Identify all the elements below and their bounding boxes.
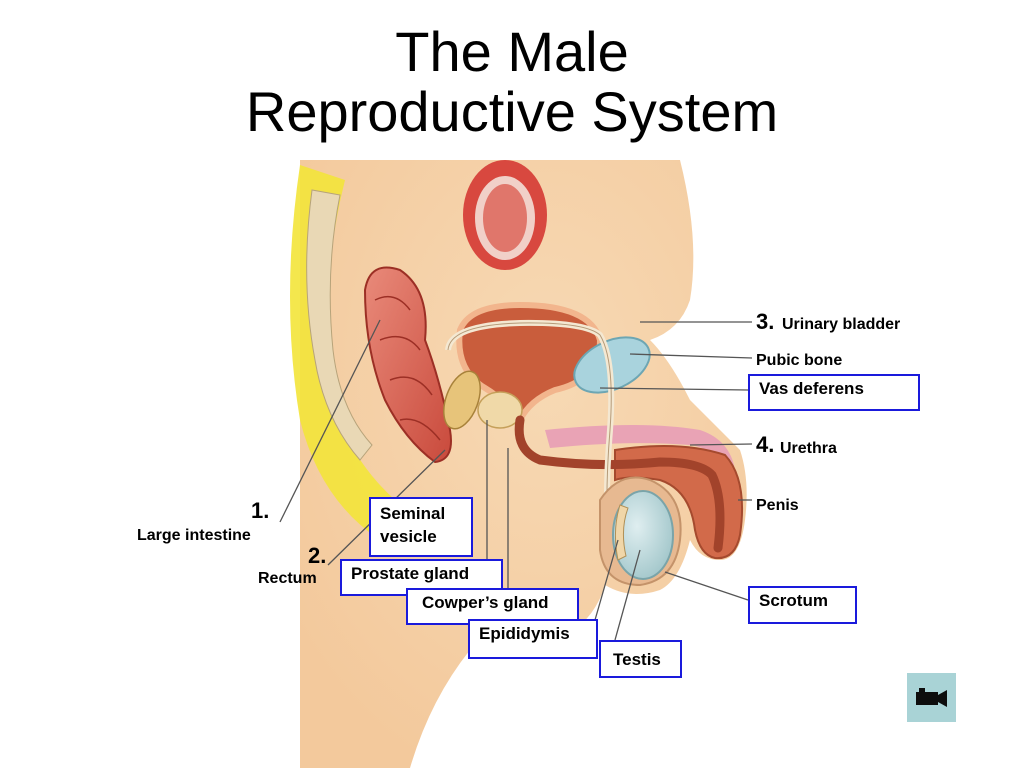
movie-camera-button[interactable] bbox=[907, 673, 956, 722]
testis-box: Testis bbox=[599, 640, 682, 678]
page-title-line-1: The Male bbox=[395, 20, 629, 83]
urinary-bladder-number: 3. bbox=[756, 309, 775, 334]
rectum-number: 2. bbox=[308, 543, 327, 568]
corpus-tissue bbox=[545, 425, 735, 470]
sacrum-bone bbox=[306, 189, 373, 461]
urethra-label: Urethra bbox=[780, 440, 837, 457]
vas-deferens-label: Vas deferens bbox=[759, 379, 864, 398]
testis-shape bbox=[612, 490, 674, 580]
seminal-vesicle-label-line1: Seminal bbox=[380, 504, 446, 523]
vas-deferens-box: Vas deferens bbox=[748, 374, 920, 411]
bladder-shape bbox=[456, 301, 604, 426]
scrotum-label: Scrotum bbox=[759, 591, 828, 610]
testis-label: Testis bbox=[613, 650, 661, 669]
prostate-shape bbox=[477, 391, 523, 429]
seminal-vesicle-box: Seminal vesicle bbox=[369, 497, 473, 557]
penis-label: Penis bbox=[756, 497, 799, 514]
epididymis-shape bbox=[614, 504, 629, 561]
epididymis-box: Epididymis bbox=[468, 619, 598, 659]
cowpers-gland-box: Cowper’s gland bbox=[406, 588, 579, 625]
seminal-vesicle-shape bbox=[443, 370, 481, 430]
urethra-number: 4. bbox=[756, 432, 775, 457]
seminal-vesicle-label-line2: vesicle bbox=[380, 527, 437, 546]
scrotum-box: Scrotum bbox=[748, 586, 857, 624]
urethra-path bbox=[514, 415, 725, 553]
epididymis-label: Epididymis bbox=[479, 624, 570, 643]
rectum-label: Rectum bbox=[258, 570, 317, 587]
cowpers-gland-label: Cowper’s gland bbox=[422, 593, 549, 612]
movie-camera-icon bbox=[916, 688, 947, 707]
pubic-bone-label: Pubic bone bbox=[756, 352, 843, 369]
urinary-bladder-label: Urinary bladder bbox=[782, 316, 901, 333]
large-intestine-shape bbox=[363, 266, 452, 464]
prostate-gland-label: Prostate gland bbox=[351, 564, 470, 583]
page-title-line-2: Reproductive System bbox=[245, 80, 779, 143]
large-intestine-label: Large intestine bbox=[137, 527, 251, 544]
large-intestine-number: 1. bbox=[251, 498, 270, 523]
